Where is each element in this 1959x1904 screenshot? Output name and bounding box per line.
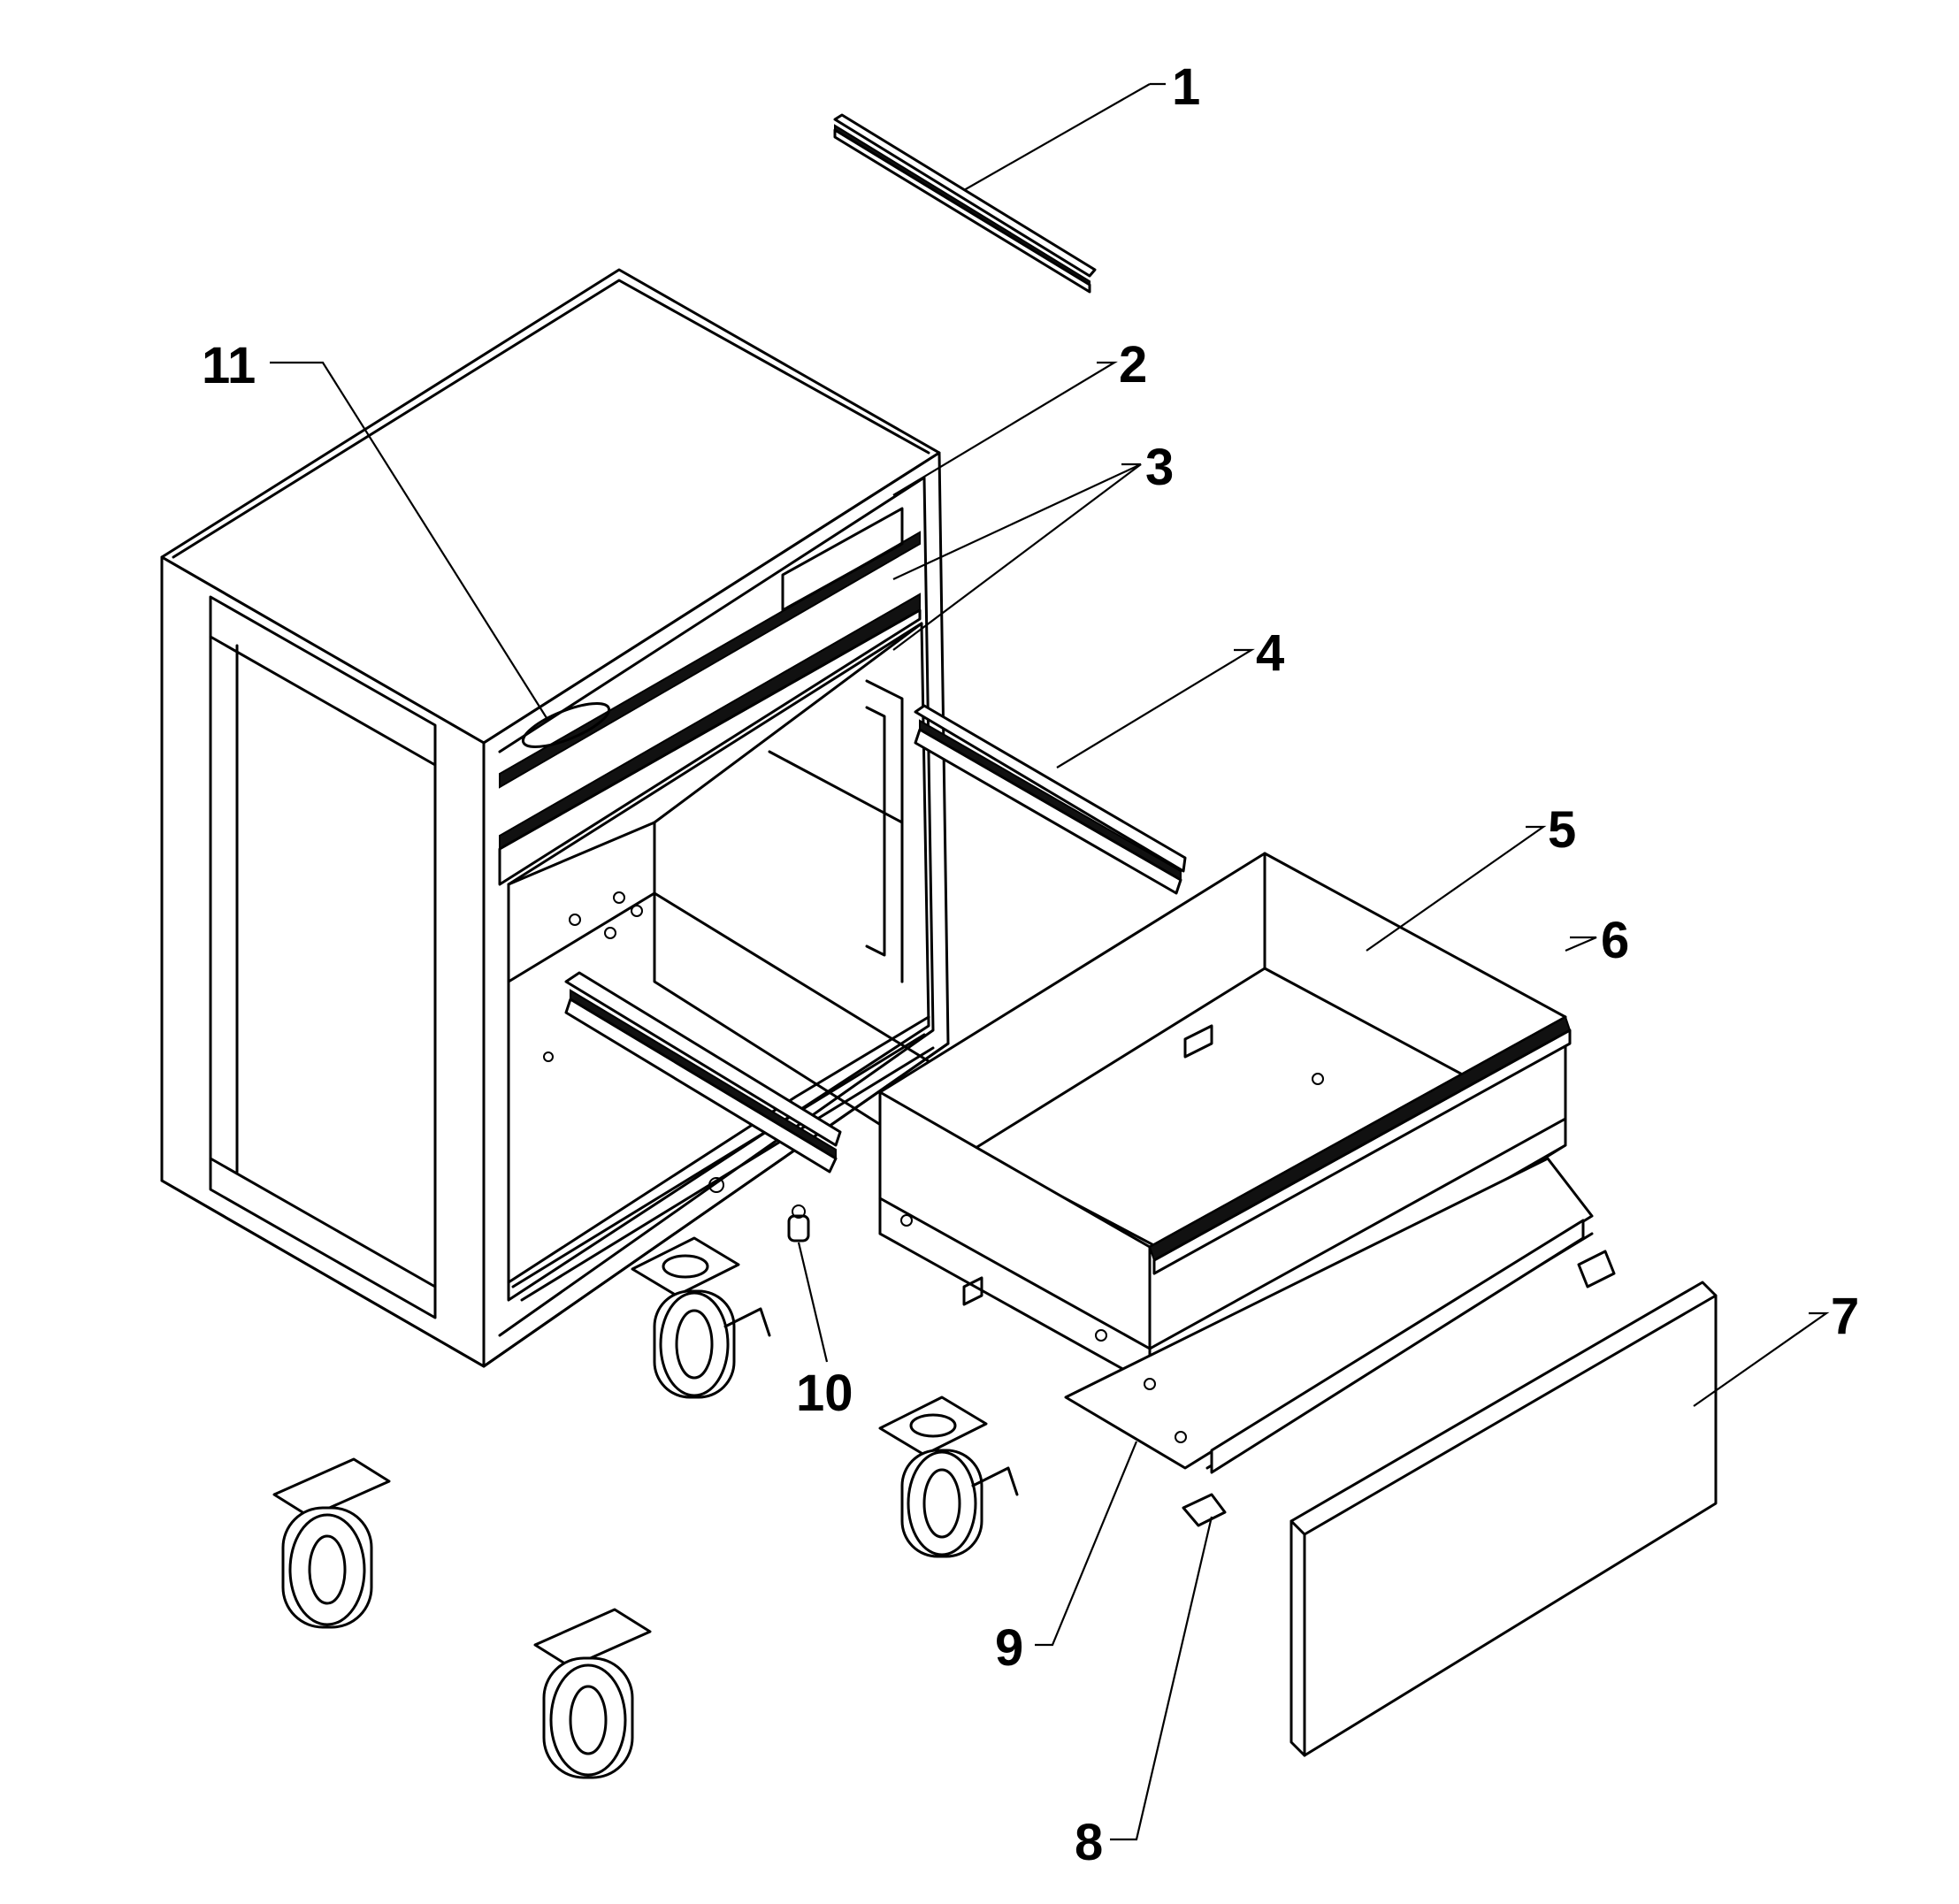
drawer-clip — [1182, 1250, 1616, 1527]
drawer-front-panel — [1289, 1281, 1718, 1757]
cabinet-body — [160, 268, 950, 1368]
drawer-bottom-plate — [1064, 1157, 1594, 1474]
leader-lines — [270, 82, 1830, 1841]
callout-8: 8 — [1075, 1814, 1103, 1871]
caster-swivel-front-left — [631, 1236, 771, 1399]
caster-swivel-front-right — [878, 1396, 1019, 1558]
caster-fixed-rear-left — [272, 1457, 391, 1629]
callout-11: 11 — [202, 337, 256, 394]
callout-labels: 1 2 3 4 5 6 7 8 9 10 11 — [202, 58, 1859, 1871]
top-trim-rail — [833, 113, 1097, 294]
callout-9: 9 — [995, 1619, 1023, 1677]
caster-fixed-rear-right — [533, 1608, 652, 1779]
callout-4: 4 — [1256, 624, 1284, 682]
callout-2: 2 — [1119, 336, 1147, 394]
callout-3: 3 — [1145, 439, 1174, 496]
callout-7: 7 — [1831, 1288, 1859, 1345]
drawer-slide-upper — [914, 704, 1187, 895]
drawer-slide-lower — [564, 971, 842, 1174]
lock-cylinder — [787, 1204, 810, 1243]
callout-10: 10 — [796, 1365, 853, 1422]
callout-6: 6 — [1601, 912, 1629, 969]
callout-5: 5 — [1548, 801, 1576, 859]
callout-1: 1 — [1172, 58, 1200, 116]
